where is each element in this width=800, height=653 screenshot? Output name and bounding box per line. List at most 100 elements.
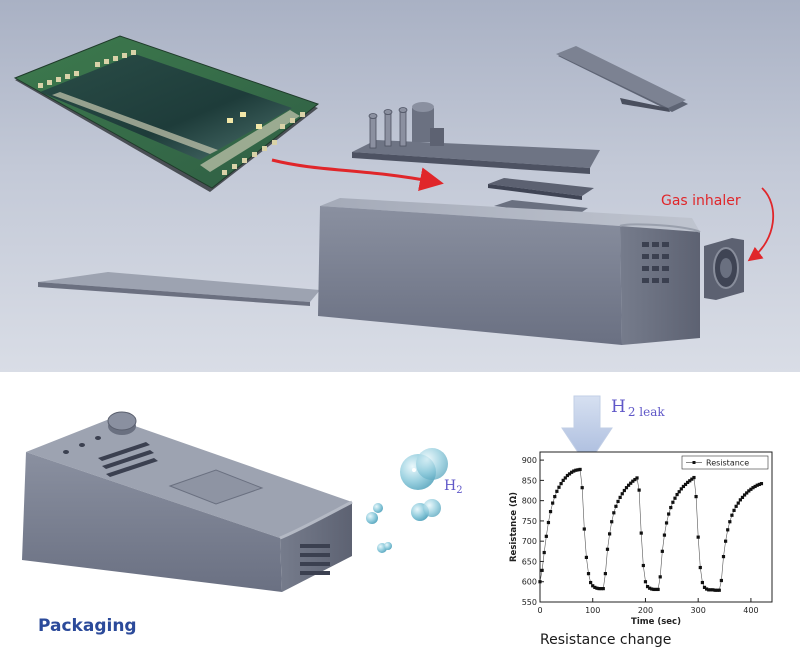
data-point bbox=[738, 498, 742, 502]
x-axis-label: Time (sec) bbox=[631, 617, 681, 627]
data-point bbox=[656, 587, 660, 592]
data-point bbox=[709, 588, 713, 592]
sensor-chip bbox=[488, 178, 594, 196]
data-point bbox=[589, 580, 593, 585]
data-point bbox=[677, 490, 681, 494]
data-point bbox=[570, 470, 574, 474]
data-point bbox=[597, 587, 601, 591]
data-point bbox=[717, 588, 721, 592]
data-point bbox=[551, 501, 555, 505]
chart-caption: Resistance change bbox=[540, 632, 672, 648]
data-point bbox=[711, 588, 715, 592]
data-point bbox=[574, 468, 578, 472]
data-point bbox=[637, 488, 641, 492]
data-point bbox=[724, 539, 728, 543]
h2-subscript: 2 bbox=[456, 485, 463, 496]
data-point bbox=[681, 484, 686, 489]
legend-marker bbox=[692, 461, 696, 464]
assembly-arrow bbox=[271, 158, 444, 192]
pcb-board bbox=[13, 35, 320, 192]
data-point bbox=[584, 555, 588, 560]
h2-leak-word: leak bbox=[639, 405, 665, 419]
h2-leak-subscript: 2 leak bbox=[628, 405, 665, 419]
data-point bbox=[572, 469, 576, 473]
data-point bbox=[698, 565, 702, 570]
data-point bbox=[721, 554, 726, 559]
data-point bbox=[605, 547, 610, 551]
data-point bbox=[736, 501, 740, 505]
data-point bbox=[544, 534, 548, 538]
data-point bbox=[540, 568, 544, 572]
data-point bbox=[559, 482, 563, 486]
data-point bbox=[538, 580, 542, 584]
y-tick-label: 600 bbox=[522, 578, 537, 587]
sensor-carrier bbox=[352, 102, 600, 174]
data-point bbox=[641, 563, 645, 568]
h2-bubbles-label: H2 bbox=[444, 478, 463, 496]
data-point bbox=[614, 504, 618, 508]
data-point bbox=[751, 486, 755, 490]
data-point bbox=[728, 520, 732, 524]
data-point bbox=[700, 580, 704, 585]
data-point bbox=[757, 482, 761, 487]
x-tick-label: 100 bbox=[585, 606, 600, 615]
data-point bbox=[669, 505, 673, 510]
data-point bbox=[599, 587, 603, 591]
data-point bbox=[610, 520, 614, 524]
plot-frame bbox=[539, 451, 773, 603]
data-point bbox=[664, 521, 669, 525]
gas-inhaler-arrow bbox=[747, 187, 775, 262]
data-point bbox=[652, 587, 656, 592]
data-point bbox=[683, 482, 688, 487]
data-point bbox=[612, 511, 616, 515]
y-tick-label: 700 bbox=[522, 537, 537, 546]
y-tick-label: 550 bbox=[522, 598, 537, 607]
data-point bbox=[662, 533, 667, 537]
data-point bbox=[582, 527, 586, 531]
data-point bbox=[671, 500, 675, 504]
y-axis-label: Resistance (Ω) bbox=[509, 492, 519, 562]
y-tick-label: 900 bbox=[522, 456, 537, 465]
data-point bbox=[561, 478, 565, 482]
data-point bbox=[749, 487, 753, 491]
data-point bbox=[620, 492, 624, 496]
data-point bbox=[660, 549, 664, 553]
data-point bbox=[675, 492, 679, 497]
data-point bbox=[601, 587, 605, 591]
data-point bbox=[578, 467, 582, 472]
data-point bbox=[557, 485, 561, 489]
data-point bbox=[726, 528, 730, 532]
data-point bbox=[753, 484, 757, 489]
gas-inhaler-label: Gas inhaler bbox=[661, 193, 741, 209]
data-point bbox=[567, 472, 572, 476]
h2-leak-subscript-digit: 2 bbox=[627, 405, 636, 419]
x-tick-label: 400 bbox=[743, 606, 758, 615]
data-point bbox=[586, 572, 591, 576]
data-point bbox=[690, 477, 694, 481]
data-point bbox=[563, 476, 567, 480]
data-point bbox=[648, 586, 652, 590]
data-point bbox=[553, 494, 557, 499]
packaging-label: Packaging bbox=[38, 616, 137, 636]
data-point bbox=[713, 588, 717, 592]
data-point bbox=[603, 572, 607, 576]
data-point bbox=[747, 489, 751, 493]
data-point bbox=[593, 585, 597, 590]
data-point bbox=[618, 495, 622, 500]
data-point bbox=[546, 520, 551, 525]
data-point bbox=[759, 482, 764, 486]
data-point bbox=[626, 483, 631, 487]
y-tick-label: 800 bbox=[522, 497, 537, 506]
packaged-device bbox=[22, 411, 353, 592]
data-point bbox=[595, 586, 599, 590]
data-point bbox=[705, 587, 709, 591]
legend-box bbox=[681, 455, 769, 470]
data-point bbox=[742, 493, 747, 497]
data-point bbox=[734, 504, 738, 508]
data-point bbox=[643, 580, 648, 584]
data-point bbox=[740, 495, 745, 500]
data-point bbox=[658, 575, 662, 579]
